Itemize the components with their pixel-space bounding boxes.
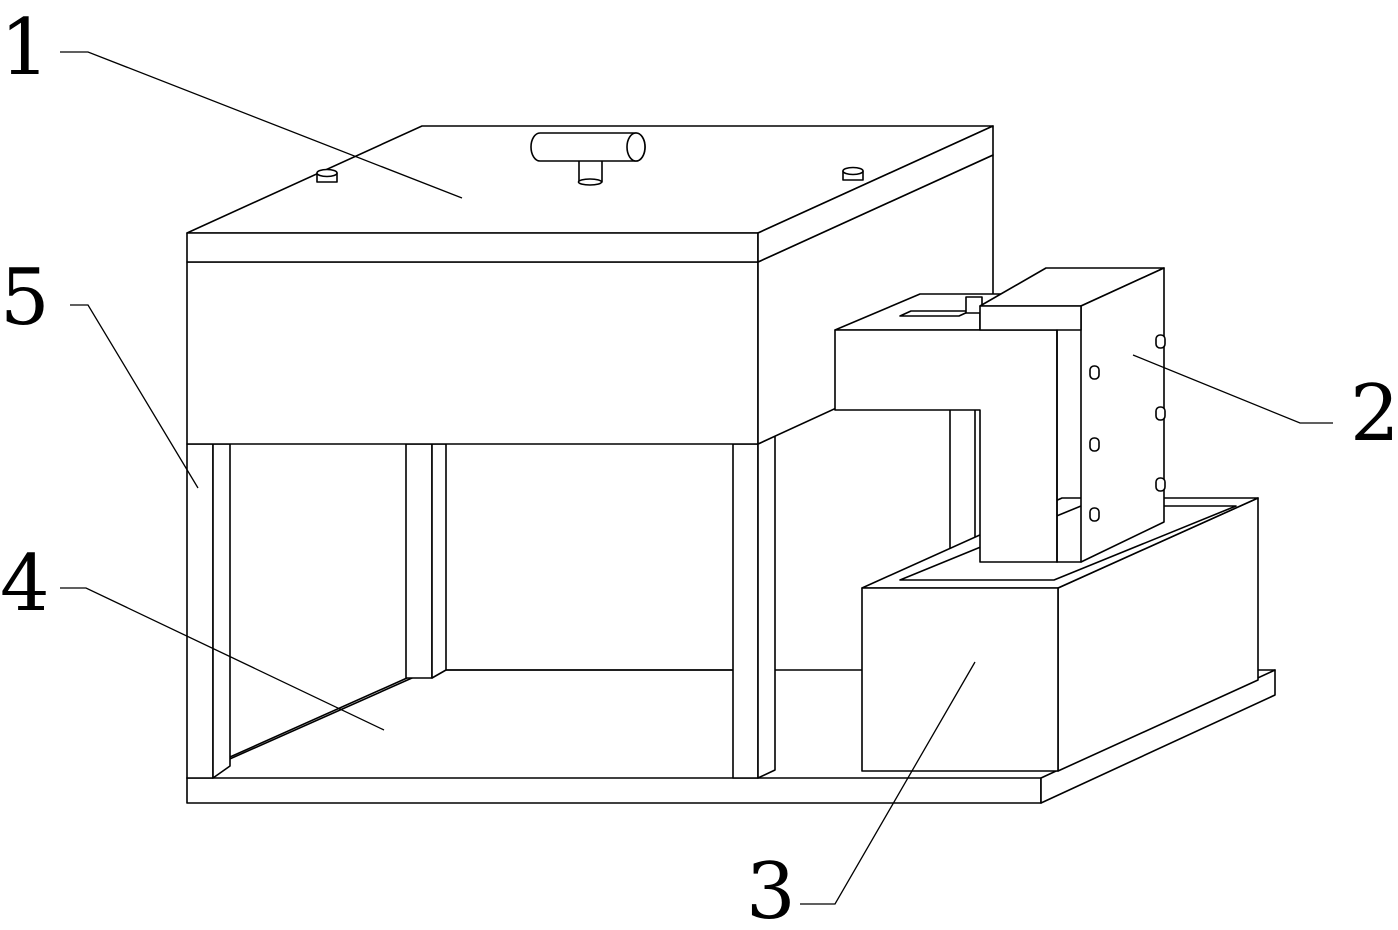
leader-4 xyxy=(60,587,385,731)
callout-labels: 1 2 3 4 5 xyxy=(0,3,1398,930)
fan-duct xyxy=(834,293,1058,563)
lid-knob-left xyxy=(316,168,338,183)
t-handle xyxy=(530,132,646,186)
leader-1 xyxy=(60,51,463,199)
callout-4: 4 xyxy=(0,539,50,629)
motor-housing xyxy=(979,267,1166,563)
callout-3: 3 xyxy=(746,847,796,930)
lid-knob-right xyxy=(842,166,864,181)
callout-5: 5 xyxy=(0,253,50,343)
leader-lines xyxy=(60,51,1333,905)
support-frame xyxy=(186,409,976,779)
bolt-row-front xyxy=(1089,365,1100,522)
top-lid xyxy=(186,125,994,263)
callout-1: 1 xyxy=(0,3,50,93)
bolt-row-back xyxy=(1155,334,1166,492)
leader-5 xyxy=(70,304,199,489)
leader-2 xyxy=(1132,354,1333,424)
leader-3 xyxy=(800,661,976,905)
callout-2: 2 xyxy=(1350,369,1398,459)
